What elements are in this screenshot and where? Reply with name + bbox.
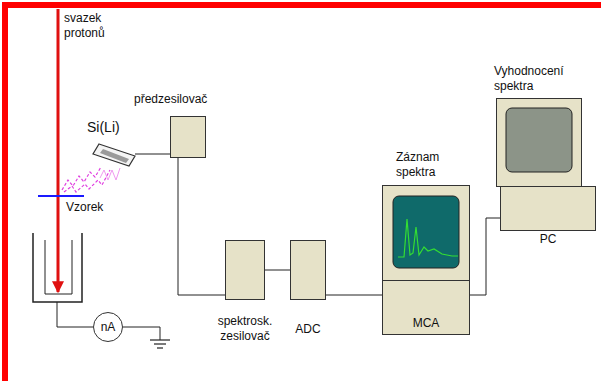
mca-unit: Záznam spektraMCA [382,185,470,335]
detector-label-wrap: Si(Li) [87,119,120,137]
amplifier-box-shape [225,240,265,300]
monitor-frame [383,186,470,281]
signal-cable [178,158,225,295]
sample-foil [38,195,84,197]
signal-cable [135,154,170,155]
preamplifier-label-wrap: předzesilovač [134,92,207,107]
frame-left [2,2,8,381]
proton-beam [57,9,60,292]
mca-label-wrap: MCA [382,316,470,331]
ammeter: nA [93,312,123,342]
adc-label-wrap: ADC [283,322,333,337]
x-ray [100,168,120,180]
module-box [226,241,265,300]
wire [123,327,160,340]
detector-crystal [100,149,129,163]
ammeter-symbol [94,313,123,342]
signal-cable [470,218,500,295]
pc-heading: Vyhodnocení spektra [494,64,582,94]
detector-housing [93,144,135,166]
preamplifier-box: předzesilovač [170,116,206,158]
pc-label-wrap: PC [500,232,596,247]
pc-base [501,187,596,231]
pc-heading-wrap: Vyhodnocení spektra [494,64,582,94]
module-box [291,241,326,300]
mca-label: MCA [382,316,470,331]
ground-symbol [157,347,163,348]
preamplifier-label: předzesilovač [134,92,207,107]
ground-symbol [154,343,166,344]
detector-label: Si(Li) [87,119,120,137]
detector: Si(Li) [93,144,135,166]
ammeter-label-wrap: nA [93,312,123,342]
x-ray [64,170,110,192]
module-box [171,117,206,158]
mca-heading: Záznam spektra [396,150,460,180]
monitor-screen [393,196,459,268]
spectrum-trace [398,219,458,257]
mca-base [383,281,470,335]
detector-shape [93,144,135,166]
amplifier-label: spektrosk. zesilovač [213,314,277,344]
preamplifier-box-shape [170,116,206,158]
sample-label: Vzorek [66,200,103,215]
x-ray [62,167,101,190]
ground-symbol [150,339,170,340]
signal-cable [265,270,290,271]
amplifier-box: spektrosk. zesilovač [225,240,265,300]
adc-box-shape [290,240,326,300]
frame-top [4,2,601,8]
pc-label: PC [500,232,596,247]
pc-unit: Vyhodnocení spektraPC [496,98,596,248]
pc-unit-shape [496,98,596,248]
adc-label: ADC [283,322,333,337]
mca-unit-shape [382,185,470,335]
wire [57,302,93,327]
monitor-screen [506,108,572,172]
signal-cable [326,295,382,296]
ammeter-label: nA [101,320,116,335]
mca-heading-wrap: Záznam spektra [396,150,460,180]
monitor-frame [497,99,582,187]
amplifier-label-wrap: spektrosk. zesilovač [213,314,277,344]
beam-label: svazek protonů [64,11,116,41]
adc-box: ADC [290,240,326,300]
